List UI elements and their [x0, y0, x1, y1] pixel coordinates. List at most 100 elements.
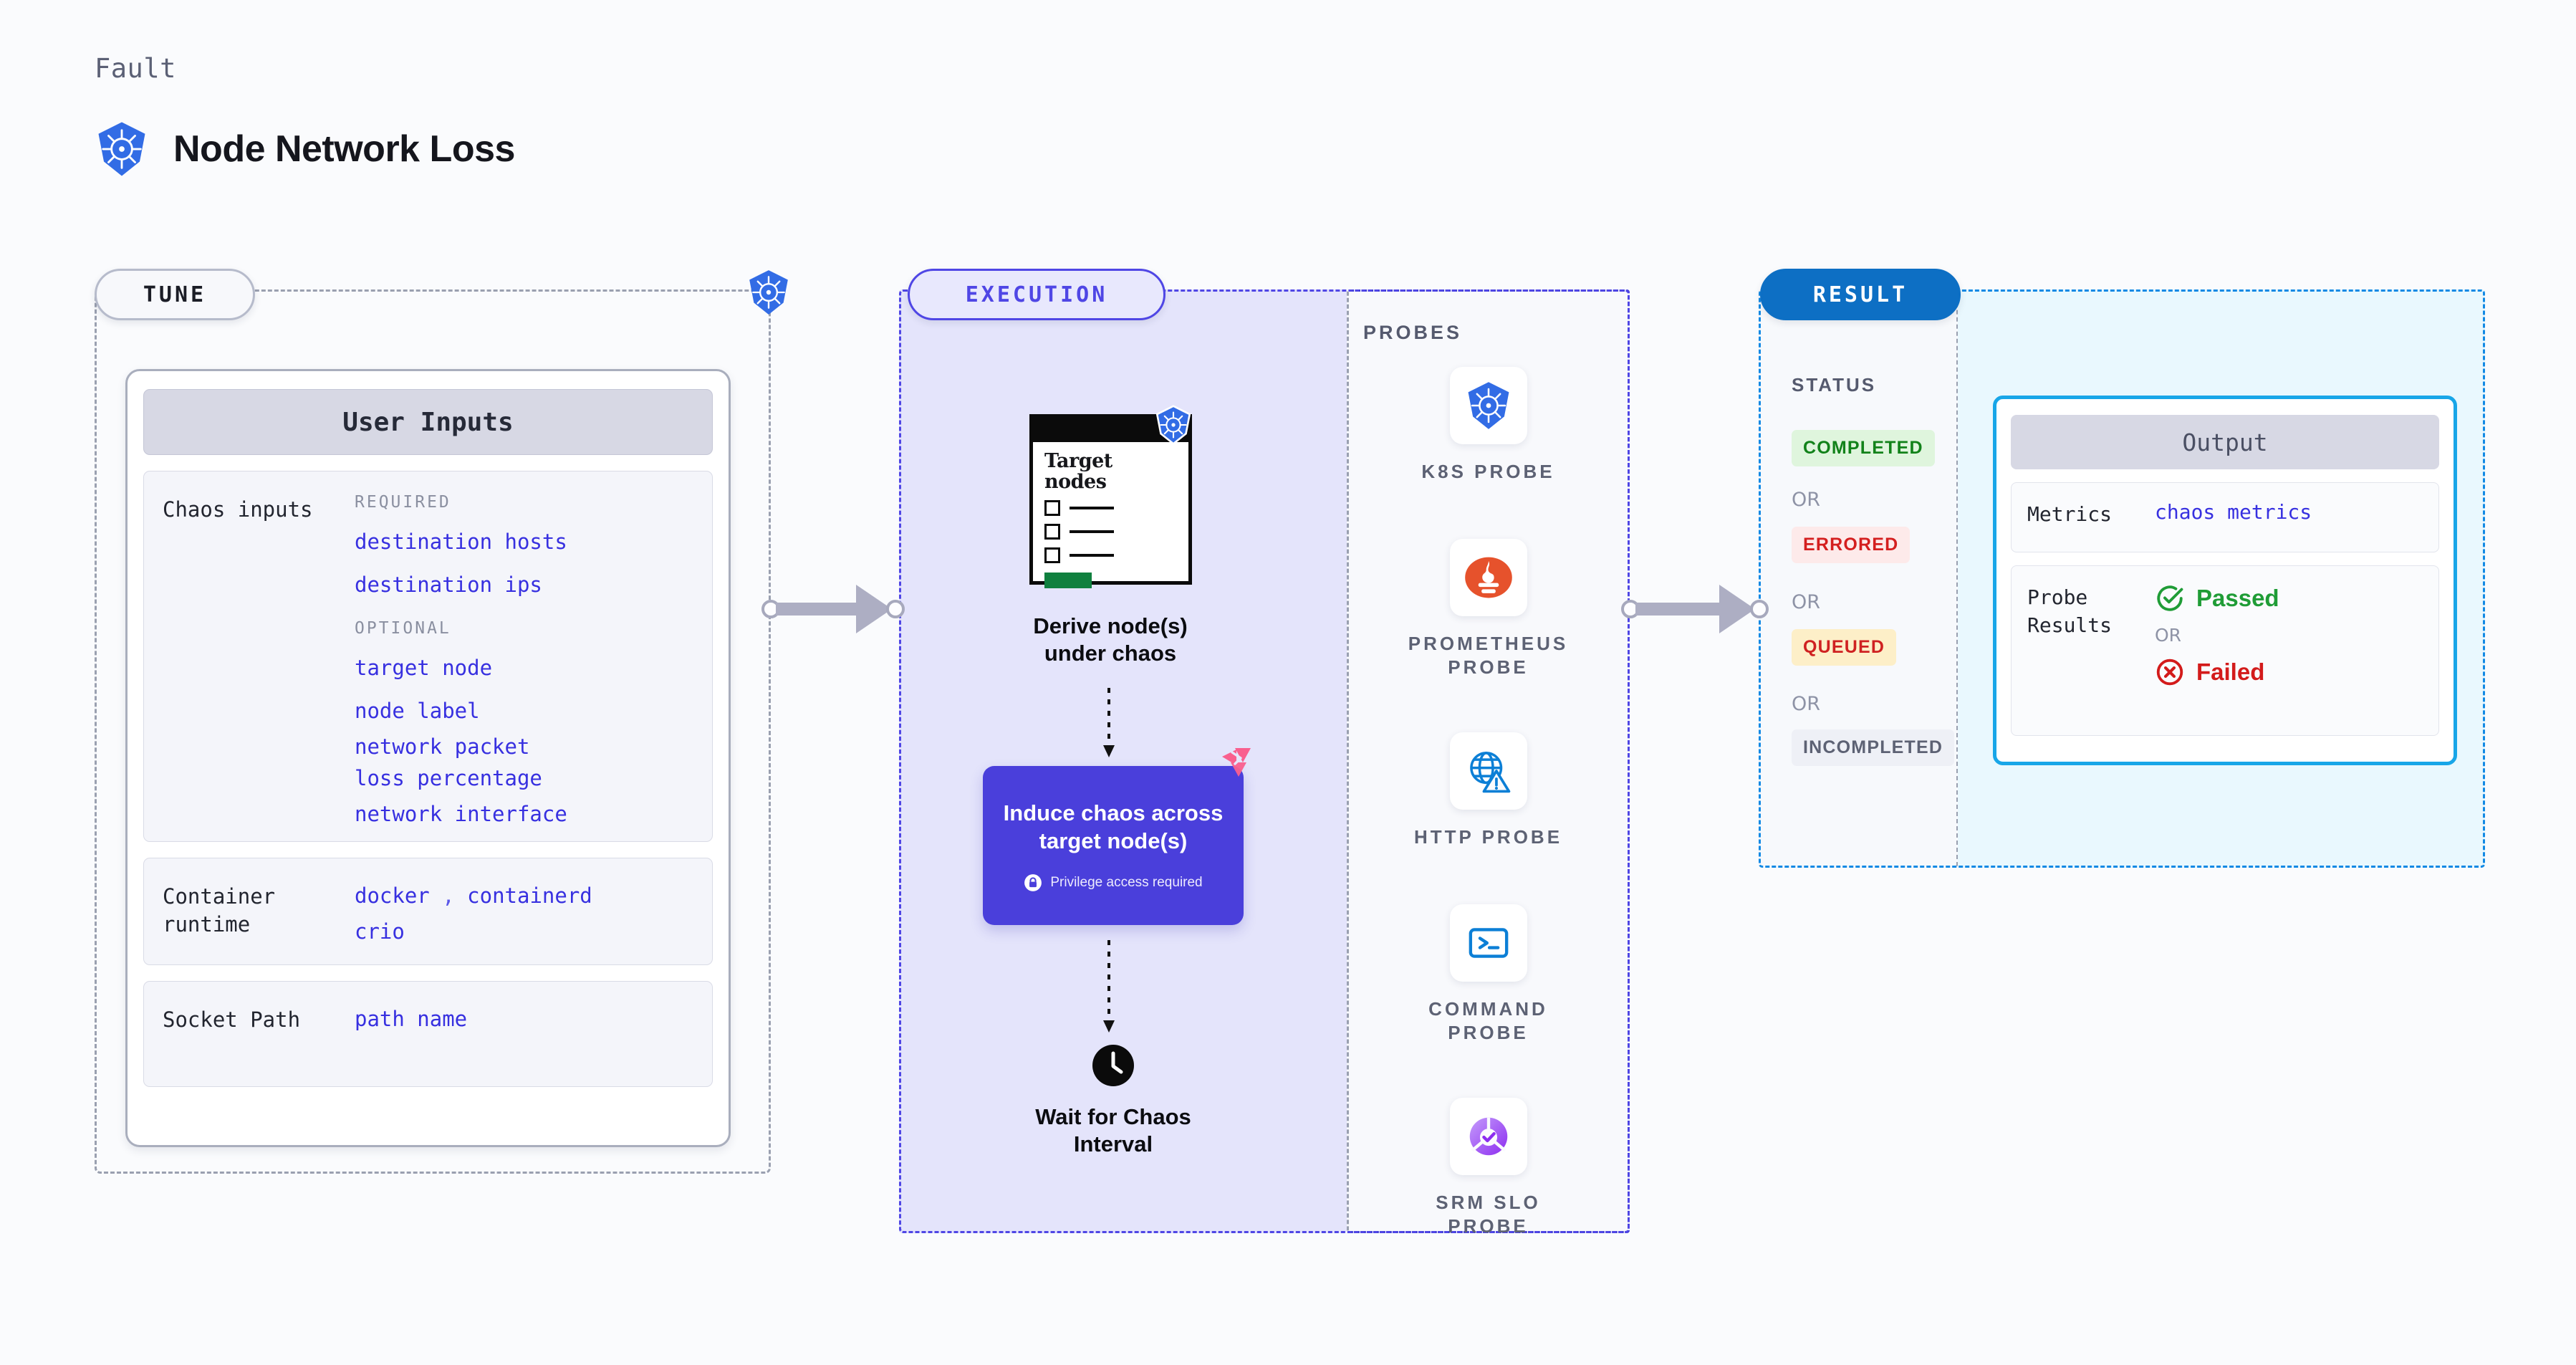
container-runtime-values-row1: docker , containerd: [355, 880, 693, 911]
chaos-inputs-label: Chaos inputs: [163, 497, 313, 522]
execution-panel: [899, 289, 1630, 1233]
param-destination-ips[interactable]: destination ips: [355, 573, 542, 598]
probe-tile: [1449, 732, 1527, 810]
container-runtime-label: Container runtime: [163, 884, 276, 937]
probe-item-http[interactable]: HTTP PROBE: [1347, 732, 1630, 849]
target-nodes-card-title-line1: Target: [1044, 450, 1112, 472]
clock-icon: [1092, 1045, 1134, 1086]
prometheus-icon: [1464, 557, 1512, 598]
probe-item-k8s[interactable]: K8S PROBE: [1347, 367, 1630, 484]
probe-tile: [1449, 367, 1527, 444]
kubernetes-icon: [745, 269, 792, 316]
chaos-inputs-section: Chaos inputs REQUIRED destination hosts …: [143, 471, 713, 842]
target-nodes-card: Target nodes: [1029, 414, 1192, 589]
optional-group-title: OPTIONAL: [355, 619, 451, 638]
value-docker[interactable]: docker: [355, 883, 430, 908]
probe-label-srm-slo: SRM SLO PROBE: [1347, 1191, 1630, 1239]
derive-nodes-caption-line2: under chaos: [1044, 641, 1177, 666]
target-node-row: [1044, 547, 1188, 564]
target-node-row: [1044, 500, 1188, 517]
probe-item-command[interactable]: COMMAND PROBE: [1347, 904, 1630, 1045]
derive-nodes-caption-line1: Derive node(s): [1033, 613, 1188, 638]
status-title: STATUS: [1792, 374, 1877, 396]
connector-arrow-head: [1719, 585, 1755, 633]
value-path-name[interactable]: path name: [355, 1007, 468, 1031]
output-card-title: Output: [2011, 415, 2439, 469]
param-destination-hosts[interactable]: destination hosts: [355, 530, 567, 554]
stage-pill-result[interactable]: RESULT: [1760, 269, 1961, 320]
wait-chaos-caption-line1: Wait for Chaos: [1035, 1104, 1191, 1129]
metrics-label: Metrics: [2027, 502, 2113, 526]
status-badge-errored[interactable]: ERRORED: [1792, 527, 1911, 563]
param-network-packet-loss-percentage[interactable]: network packet loss percentage: [355, 734, 542, 791]
srm-slo-icon: [1469, 1117, 1507, 1156]
status-or-2: OR: [1792, 591, 1821, 613]
probe-result-or: OR: [2155, 625, 2182, 646]
result-panel: [1759, 289, 2485, 868]
value-crio[interactable]: crio: [355, 919, 405, 944]
privilege-note-text: Privilege access required: [1050, 875, 1203, 891]
status-badge-queued[interactable]: QUEUED: [1792, 629, 1897, 666]
result-status-column: [1759, 289, 1958, 868]
induce-chaos-title-line1: Induce chaos across: [1003, 800, 1224, 825]
probe-tile: [1449, 539, 1527, 616]
connector-execution-to-result: [1621, 584, 1772, 634]
placeholder-line: [1070, 507, 1114, 510]
tune-panel: [95, 289, 771, 1174]
socket-path-label: Socket Path: [163, 1007, 301, 1032]
status-or-1: OR: [1792, 489, 1821, 511]
param-network-interface[interactable]: network interface: [355, 802, 567, 827]
privilege-note: Privilege access required: [1024, 873, 1203, 892]
placeholder-line: [1070, 530, 1114, 534]
checkbox-icon: [1044, 524, 1060, 540]
induce-chaos-card[interactable]: Induce chaos across target node(s) Privi…: [983, 766, 1244, 925]
metrics-value[interactable]: chaos metrics: [2155, 500, 2312, 524]
probe-label-prometheus: PROMETHEUS PROBE: [1347, 632, 1630, 680]
target-nodes-card-title-line2: nodes: [1044, 471, 1107, 494]
flow-arrow-down-1: [1103, 688, 1115, 757]
wait-chaos-caption-line2: Interval: [1073, 1131, 1153, 1157]
connector-arrow-head: [856, 585, 892, 633]
probe-result-failed: Failed: [2155, 657, 2279, 687]
param-node-label[interactable]: node label: [355, 699, 480, 724]
stage-pill-execution[interactable]: EXECUTION: [908, 269, 1166, 320]
probe-results-values: Passed OR Failed: [2155, 583, 2279, 718]
probe-tile: [1449, 904, 1527, 982]
required-group-title: REQUIRED: [355, 493, 451, 512]
failed-label: Failed: [2196, 658, 2265, 685]
kubernetes-icon: [1153, 405, 1193, 445]
probe-label-line1: SRM SLO: [1436, 1192, 1541, 1213]
lock-icon: [1024, 874, 1042, 891]
connector-end-dot: [886, 600, 905, 618]
probe-tile: [1449, 1098, 1527, 1175]
probe-label-command: COMMAND PROBE: [1347, 997, 1630, 1045]
probe-item-srm-slo[interactable]: SRM SLO PROBE: [1347, 1098, 1630, 1239]
probes-title: PROBES: [1363, 322, 1463, 343]
confirm-bar: [1044, 573, 1092, 589]
param-target-node[interactable]: target node: [355, 656, 493, 681]
stage-pill-tune[interactable]: TUNE: [95, 269, 255, 320]
http-globe-warning-icon: [1469, 752, 1510, 793]
page-eyebrow: Fault: [95, 53, 176, 84]
litmus-logo-icon: [1222, 748, 1251, 777]
target-node-row: [1044, 524, 1188, 540]
status-badge-incompleted[interactable]: INCOMPLETED: [1792, 729, 1955, 766]
probe-results-label-line1: Probe: [2027, 585, 2088, 609]
probe-result-passed: Passed: [2155, 583, 2279, 613]
derive-nodes-caption: Derive node(s) under chaos: [989, 613, 1232, 668]
connector-tune-to-execution: [761, 584, 905, 634]
probe-results-label: Probe Results: [2027, 583, 2155, 718]
probe-label-line2: PROBE: [1448, 1022, 1529, 1044]
flow-arrow-down-2: [1103, 940, 1115, 1033]
page-title: Node Network Loss: [173, 128, 515, 170]
probe-label-http: HTTP PROBE: [1413, 826, 1563, 848]
page-title-row: Node Network Loss: [93, 120, 515, 178]
probe-item-prometheus[interactable]: PROMETHEUS PROBE: [1347, 539, 1630, 680]
status-badge-completed[interactable]: COMPLETED: [1792, 430, 1935, 466]
value-containerd[interactable]: containerd: [467, 883, 592, 908]
placeholder-line: [1070, 554, 1114, 557]
probe-label-k8s: K8S PROBE: [1421, 461, 1555, 482]
status-or-3: OR: [1792, 693, 1821, 715]
probe-label-line2: PROBE: [1448, 1215, 1529, 1237]
output-card: Output Metrics chaos metrics Probe Resul…: [1993, 396, 2457, 765]
